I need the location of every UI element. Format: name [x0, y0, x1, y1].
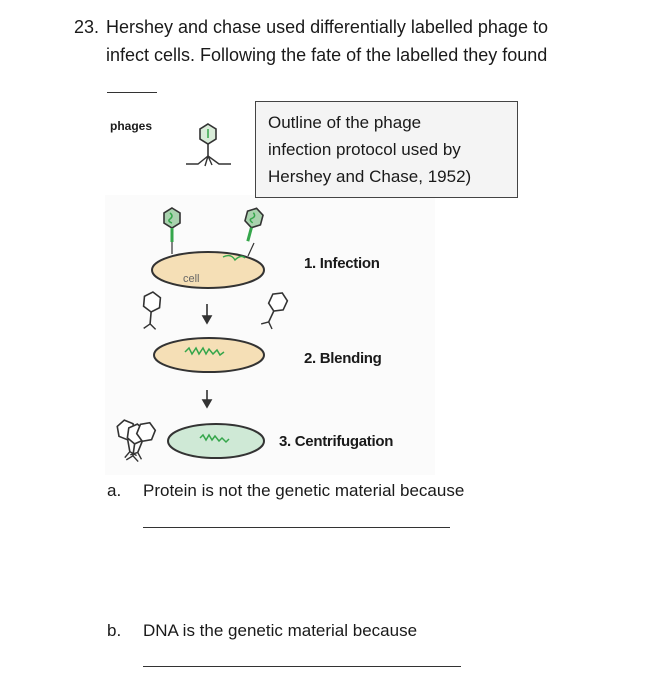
- protocol-caption-box: Outline of the phage infection protocol …: [255, 101, 518, 198]
- cell-label: cell: [183, 273, 200, 285]
- answer-blank-short[interactable]: [107, 92, 157, 93]
- part-a-text: Protein is not the genetic material beca…: [143, 481, 465, 500]
- arrow-down-icon: [201, 304, 213, 409]
- figure-background: [105, 195, 435, 475]
- part-b-letter: b.: [107, 621, 122, 640]
- phages-label: phages: [110, 119, 153, 133]
- question-text-line-2: infect cells. Following the fate of the …: [106, 45, 548, 65]
- free-phage-icon: [186, 123, 231, 167]
- step-blending-label: 2. Blending: [304, 350, 382, 367]
- caption-line: infection protocol used by: [268, 140, 461, 159]
- question-number: 23.: [74, 17, 100, 37]
- answer-blank-b[interactable]: [143, 666, 461, 667]
- detached-phage-icon: [258, 288, 291, 331]
- part-a-letter: a.: [107, 481, 122, 500]
- phage-ghosts-icon: [115, 417, 158, 463]
- caption-line: Outline of the phage: [268, 113, 422, 132]
- infection-cell-icon: [151, 204, 266, 289]
- blending-cell-icon: [153, 337, 265, 373]
- step-centrifugation-label: 3. Centrifugation: [279, 433, 394, 450]
- detached-phage-icon: [140, 290, 162, 331]
- pellet-cell-icon: [167, 423, 265, 459]
- part-b-text: DNA is the genetic material because: [143, 621, 418, 640]
- question-text-line-1: Hershey and chase used differentially la…: [106, 17, 548, 37]
- answer-blank-a[interactable]: [143, 527, 450, 528]
- step-infection-label: 1. Infection: [304, 255, 380, 272]
- caption-line: Hershey and Chase, 1952): [268, 167, 472, 186]
